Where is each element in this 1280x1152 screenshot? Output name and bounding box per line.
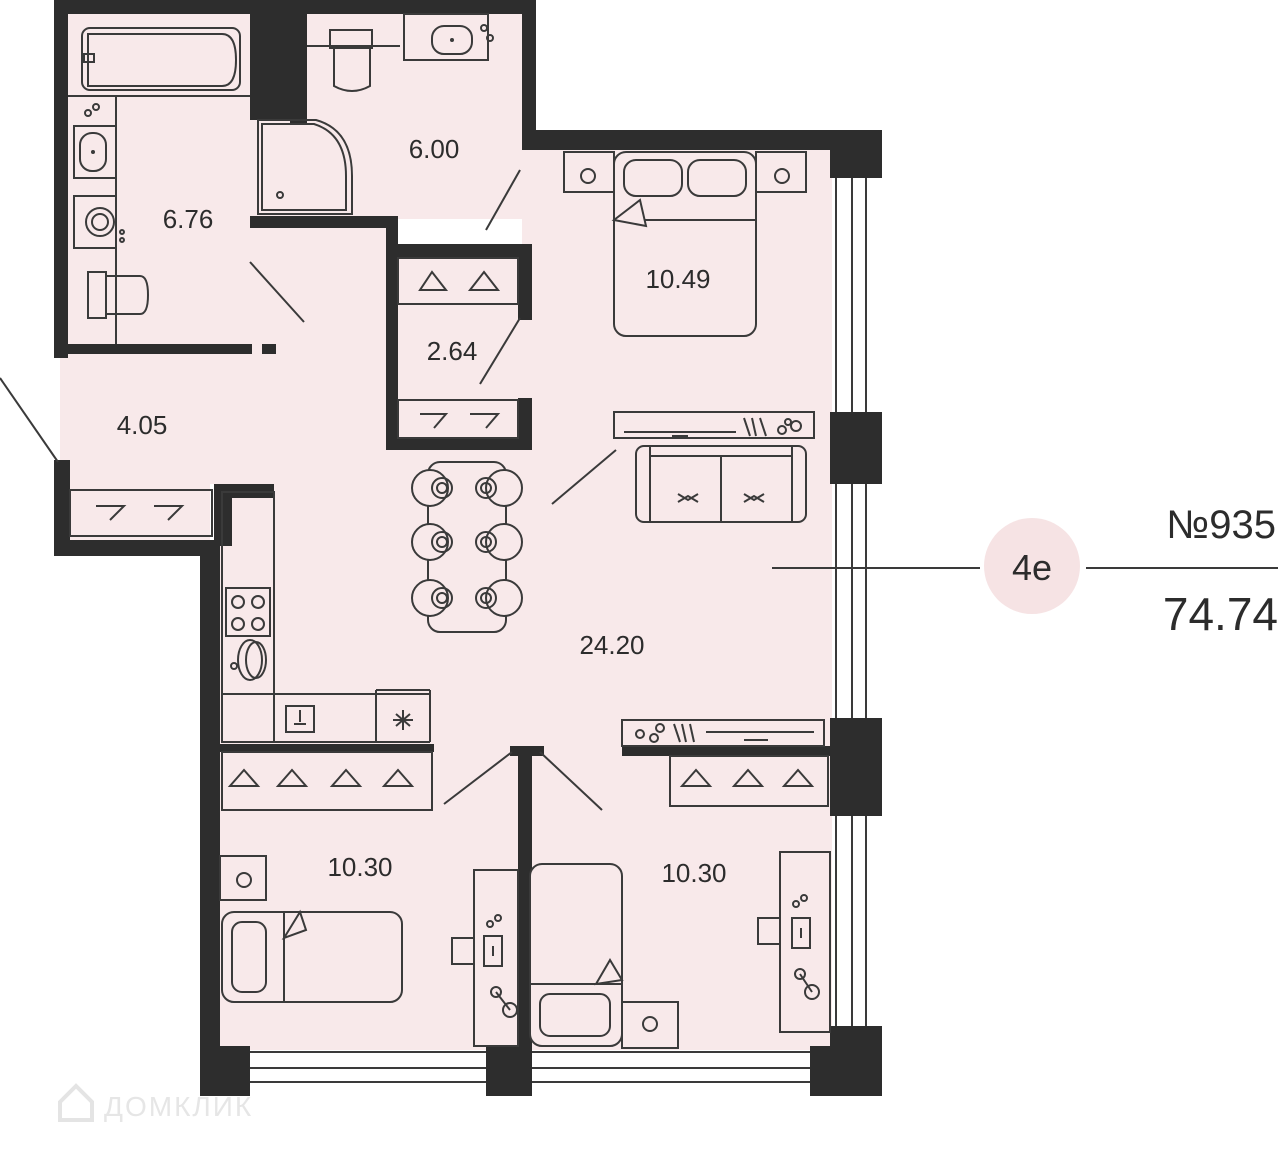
desk-right-icon	[757, 851, 831, 1033]
doors	[0, 169, 617, 811]
bed-right-icon	[529, 863, 679, 1049]
wardrobe-fixtures	[397, 257, 519, 439]
house-icon	[58, 1083, 94, 1122]
desk-left-icon	[451, 869, 519, 1047]
bed-left-icon	[219, 855, 403, 1003]
room-area-bedroom-left: 10.30	[327, 852, 392, 882]
living-fixtures	[221, 445, 825, 747]
wardrobe-left-icon	[221, 751, 433, 811]
bathroom-1-fixtures	[68, 27, 250, 344]
master-bedroom-fixtures	[563, 151, 815, 439]
sink-icon	[73, 125, 117, 179]
sink-2-icon	[403, 13, 494, 61]
wardrobe-right-icon	[669, 755, 829, 807]
fridge-icon	[393, 710, 413, 730]
watermark: ДОМКЛИК	[58, 1083, 253, 1122]
bedroom-right-fixtures	[529, 755, 831, 1049]
room-labels: 6.76 6.00 10.49 2.64 4.05 24.20 10.30 10…	[117, 134, 727, 888]
watermark-text: ДОМКЛИК	[104, 1091, 253, 1122]
kitchen-unit-icon	[221, 491, 431, 743]
room-area-bathroom-2: 6.00	[409, 134, 460, 164]
rooms-badge: 4е	[1012, 547, 1052, 588]
washing-machine-icon	[73, 195, 125, 249]
walls	[54, 0, 882, 1096]
dining-table-icon	[411, 461, 523, 633]
room-area-hallway: 4.05	[117, 410, 168, 440]
hanger-icon	[418, 270, 501, 429]
tv-stand-2-icon	[621, 719, 825, 747]
room-area-bedroom-master: 10.49	[645, 264, 710, 294]
window-bottom-right	[532, 1051, 810, 1083]
window-right-bottom	[835, 816, 867, 1026]
stove-icon	[225, 587, 271, 637]
hallway-closet	[69, 489, 213, 537]
sofa-icon	[635, 445, 807, 523]
tv-stand-icon	[613, 411, 815, 439]
bed-icon	[563, 151, 807, 337]
dishwasher-icon	[230, 639, 267, 681]
apartment-info: 4е №935 74.74	[772, 503, 1278, 640]
room-area-living-kitchen: 24.20	[579, 630, 644, 660]
sink-kitchen-icon	[285, 705, 315, 733]
room-area-wardrobe: 2.64	[427, 336, 478, 366]
total-area: 74.74	[1163, 588, 1278, 640]
toilet-icon	[87, 271, 150, 319]
windows	[250, 178, 867, 1083]
window-bottom-left	[250, 1051, 486, 1083]
room-area-bedroom-right: 10.30	[661, 858, 726, 888]
window-right-middle	[835, 484, 867, 718]
toilet-2-icon	[329, 29, 373, 92]
room-area-bathroom-1: 6.76	[163, 204, 214, 234]
shower-icon	[257, 119, 353, 215]
bedroom-left-fixtures	[219, 751, 519, 1047]
rooms-badge-circle	[984, 518, 1080, 614]
window-right-top	[835, 178, 867, 412]
apartment-number: №935	[1166, 503, 1276, 547]
bathroom-2-fixtures	[257, 13, 494, 215]
